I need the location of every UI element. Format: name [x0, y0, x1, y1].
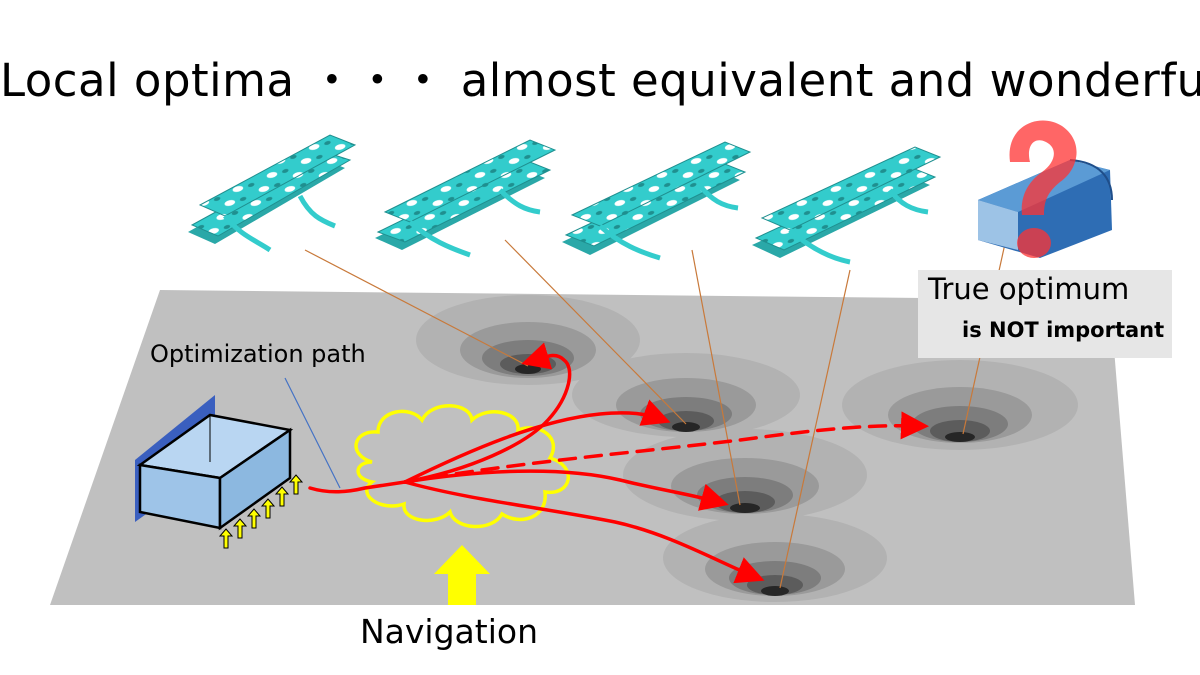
optimized-structure-1	[188, 134, 357, 253]
up-arrow-icon	[434, 545, 490, 605]
true-optimum-label: True optimum	[928, 272, 1130, 306]
local-minimum-well-3	[842, 360, 1078, 450]
path-label-leader	[284, 377, 341, 489]
load-arrow-icon	[218, 528, 234, 549]
true-optimum-block	[978, 159, 1113, 258]
leader-line-1	[304, 249, 529, 367]
optimization-path-to-well-5	[403, 480, 765, 584]
local-minimum-well-4	[623, 429, 867, 521]
title-text: Local optima ・・・ almost equivalent and w…	[0, 54, 1200, 107]
optimization-path-to-well-3	[403, 411, 929, 484]
optimization-path-to-well-1	[403, 342, 572, 484]
not-important-label: is NOT important	[962, 318, 1165, 342]
optimization-path-to-well-4	[403, 469, 729, 511]
initial-design-box	[135, 395, 294, 531]
navigation-label: Navigation	[360, 612, 538, 651]
navigation-cloud	[354, 404, 570, 529]
optimized-structure-2	[375, 139, 557, 258]
local-minimum-well-5	[663, 514, 887, 602]
question-mark-icon	[1009, 120, 1077, 258]
page-title: Local optima ・・・ almost equivalent and w…	[0, 44, 1200, 109]
load-arrow-icon	[260, 498, 276, 519]
optimized-structure-3	[562, 141, 752, 261]
leader-line-4	[779, 269, 851, 589]
design-landscape-plane	[50, 290, 1135, 605]
optimization-path-label: Optimization path	[150, 340, 366, 368]
true-optimum-label-box	[918, 270, 1172, 358]
leader-line-3	[691, 249, 741, 506]
load-arrow-icon	[288, 474, 304, 495]
leader-line-2	[504, 239, 687, 425]
load-arrow-icon	[232, 518, 248, 539]
optimization-path-to-well-2	[403, 399, 671, 484]
local-minimum-well-2	[572, 353, 800, 437]
load-arrow-icon	[274, 486, 290, 507]
optimized-structure-4	[752, 146, 942, 265]
optimization-path-start	[308, 480, 407, 494]
load-arrow-icon	[246, 508, 262, 529]
load-arrows	[218, 474, 304, 549]
